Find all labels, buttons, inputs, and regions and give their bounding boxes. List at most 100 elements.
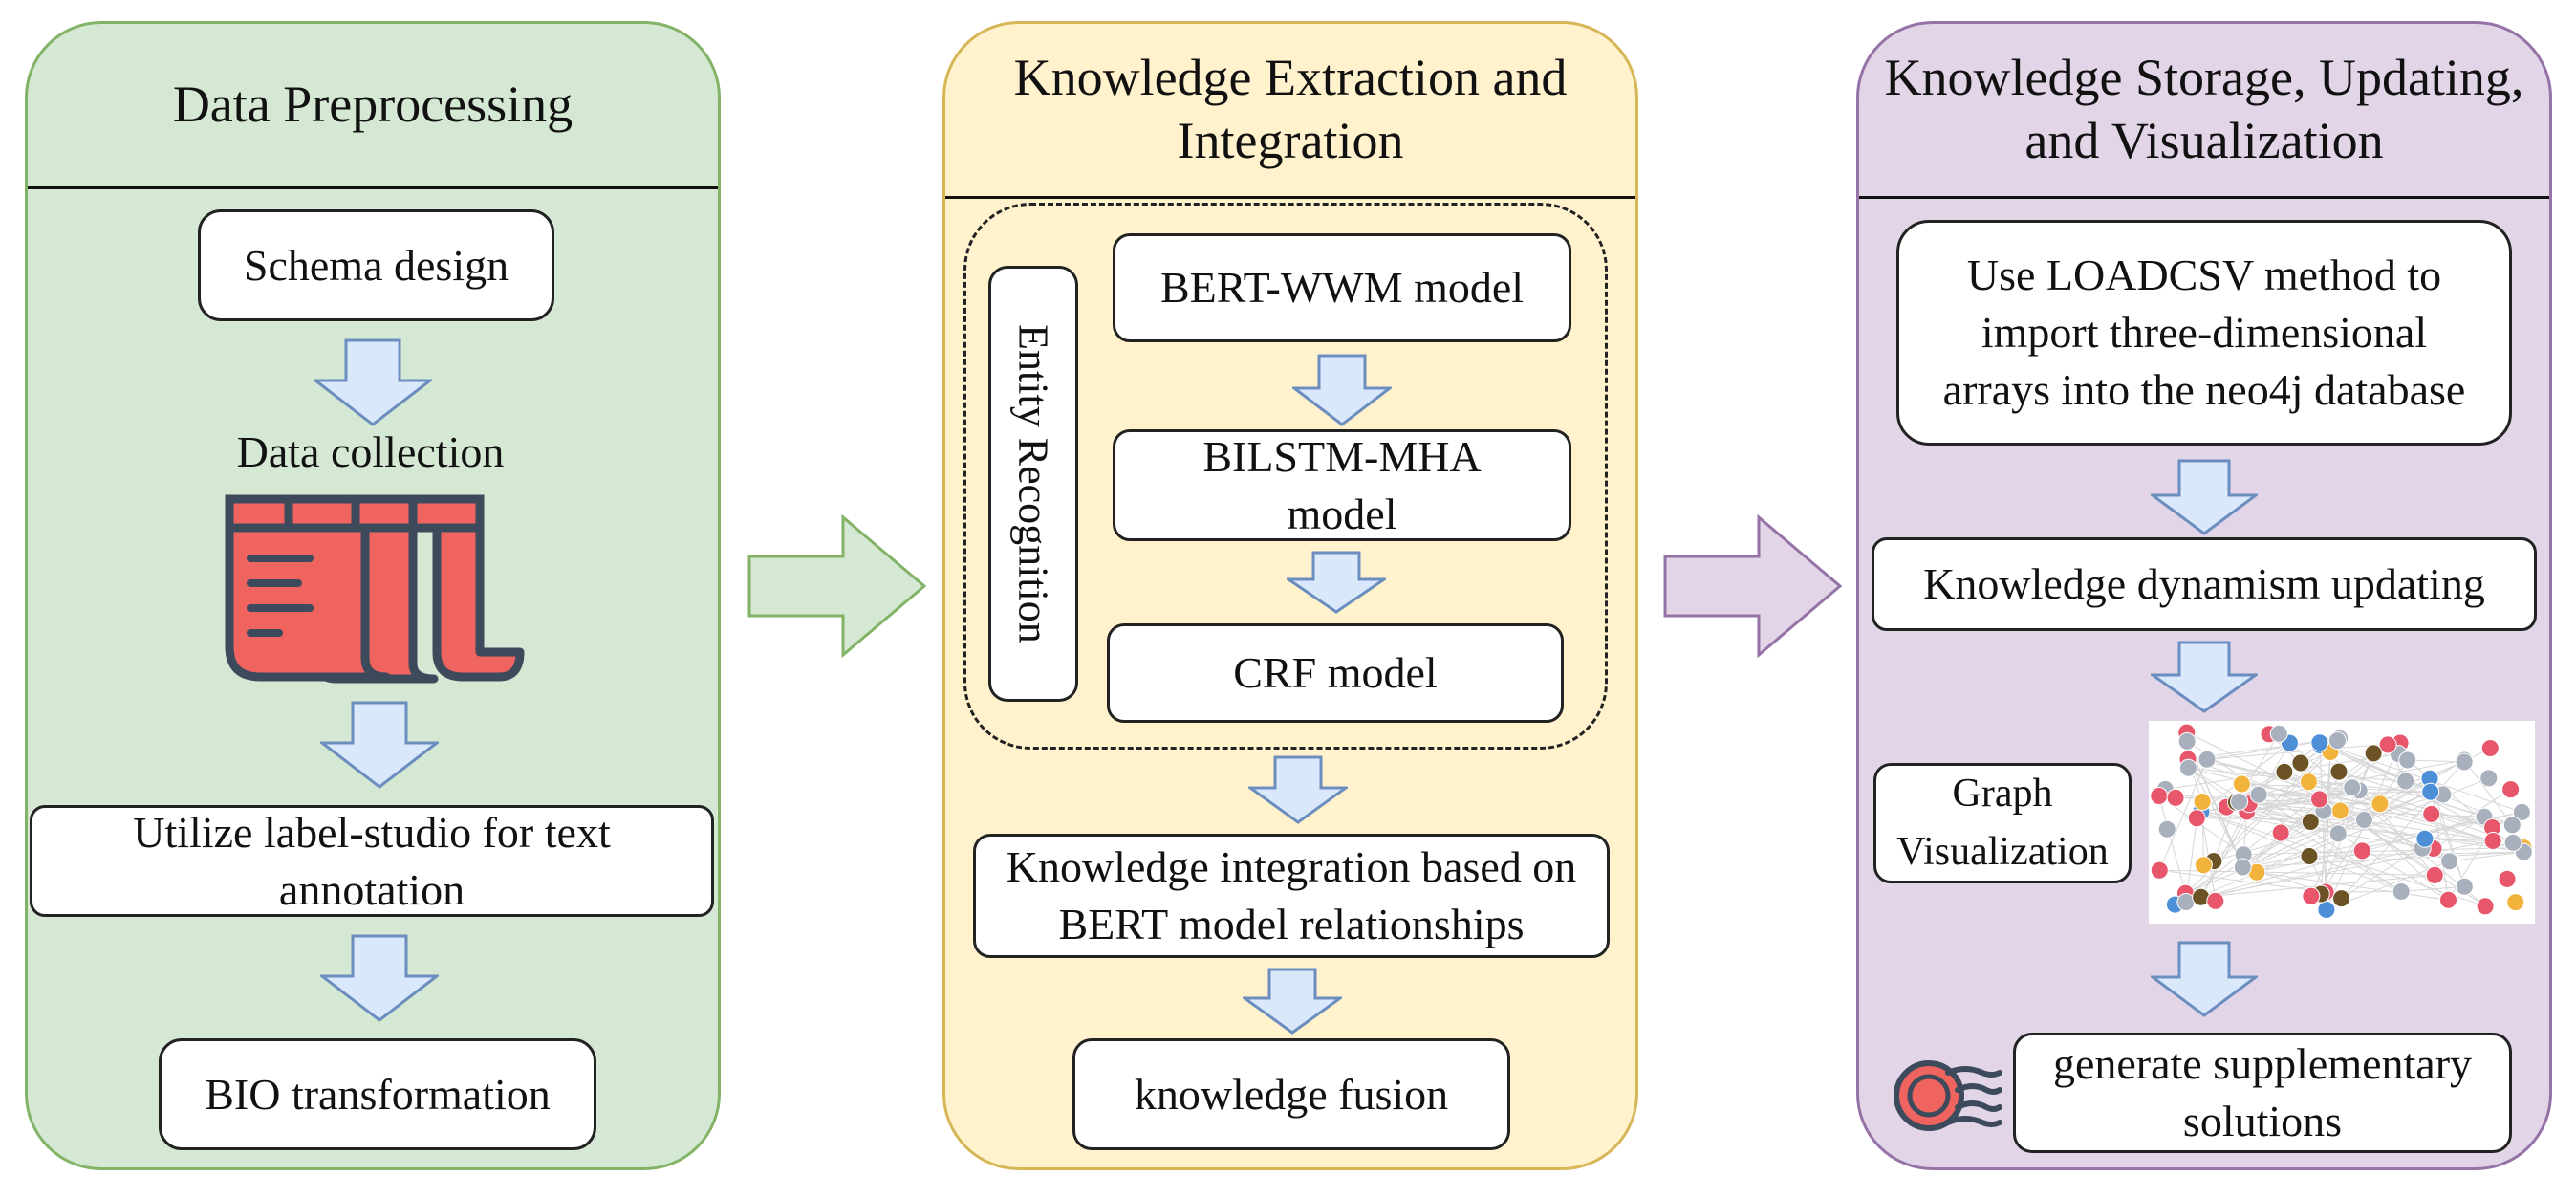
graph-edge bbox=[2319, 745, 2327, 910]
graph-edge bbox=[2187, 758, 2352, 789]
graph-node bbox=[2271, 823, 2290, 842]
crf-model-box: CRF model bbox=[1107, 623, 1564, 723]
graph-node bbox=[2480, 739, 2500, 758]
graph-node bbox=[2483, 831, 2502, 850]
graph-edge bbox=[2158, 795, 2186, 894]
down-arrow bbox=[320, 701, 439, 789]
graph-edge bbox=[2319, 742, 2514, 843]
data-preprocessing-title: Data Preprocessing bbox=[28, 24, 718, 189]
graph-node bbox=[2206, 891, 2225, 910]
graph-edge bbox=[2341, 761, 2465, 899]
down-arrow bbox=[1292, 354, 1392, 426]
graph-edge bbox=[2206, 742, 2401, 760]
graph-node bbox=[2498, 869, 2517, 888]
graph-edge bbox=[2197, 817, 2365, 821]
graph-edge bbox=[2401, 885, 2465, 892]
graph-edge bbox=[2186, 741, 2245, 868]
graph-node bbox=[2302, 886, 2321, 905]
graph-node bbox=[2479, 769, 2499, 788]
knowledge-integration-box: Knowledge integration based on BERT mode… bbox=[973, 834, 1610, 958]
graph-node bbox=[2330, 801, 2349, 820]
graph-node bbox=[2421, 782, 2440, 801]
graph-node bbox=[2329, 762, 2349, 781]
data-collection-label: Data collection bbox=[236, 427, 505, 476]
bilstm-mha-box: BILSTM-MHA model bbox=[1113, 429, 1571, 541]
graph-node bbox=[2197, 750, 2217, 769]
document-stack-icon bbox=[225, 494, 525, 684]
graph-node bbox=[2193, 792, 2212, 811]
flow-arrow-purple bbox=[1663, 514, 1843, 658]
graph-node bbox=[2328, 824, 2348, 843]
graph-node bbox=[2310, 733, 2329, 752]
graph-edge bbox=[2246, 787, 2352, 813]
flow-arrow-green bbox=[747, 514, 927, 658]
graph-node bbox=[2150, 860, 2169, 880]
graph-node bbox=[2378, 735, 2397, 754]
bert-wwm-box: BERT-WWM model bbox=[1113, 233, 1571, 342]
graph-node bbox=[2176, 893, 2196, 912]
graph-node bbox=[2310, 790, 2329, 809]
graph-node bbox=[2166, 788, 2185, 807]
down-arrow bbox=[2151, 459, 2258, 535]
graph-node bbox=[2476, 897, 2495, 916]
down-arrow bbox=[320, 934, 439, 1022]
graph-node bbox=[2425, 865, 2444, 884]
graph-visualization-box: Graph Visualization bbox=[1873, 763, 2132, 883]
graph-node bbox=[2438, 890, 2457, 909]
down-arrow bbox=[1243, 968, 1342, 1035]
graph-node bbox=[2177, 731, 2197, 751]
graph-node bbox=[2415, 829, 2435, 848]
graph-edge bbox=[2185, 816, 2485, 904]
graph-node bbox=[2232, 774, 2251, 794]
loadcsv-box: Use LOADCSV method to import three-dimen… bbox=[1896, 220, 2512, 446]
graph-node bbox=[2455, 752, 2474, 772]
graph-node bbox=[2455, 877, 2474, 896]
graph-node bbox=[2352, 841, 2371, 860]
graph-node bbox=[2269, 724, 2288, 743]
graph-edge bbox=[2320, 752, 2374, 895]
graph-edge bbox=[2242, 851, 2524, 868]
graph-edge bbox=[2241, 783, 2402, 892]
graph-node bbox=[2440, 852, 2459, 871]
label-studio-box: Utilize label-studio for text annotation bbox=[30, 805, 714, 917]
signal-waves-icon bbox=[1894, 1060, 2002, 1131]
graph-edge bbox=[2243, 777, 2431, 869]
graph-node bbox=[2301, 813, 2320, 832]
graph-edge bbox=[2463, 759, 2513, 826]
down-arrow bbox=[1248, 755, 1348, 824]
graph-node bbox=[2502, 816, 2522, 835]
down-arrow bbox=[2151, 941, 2258, 1017]
graph-node bbox=[2317, 901, 2336, 920]
graph-node bbox=[2354, 811, 2373, 830]
graph-node bbox=[2327, 731, 2347, 751]
graph-node bbox=[2150, 787, 2169, 806]
down-arrow bbox=[314, 338, 432, 426]
graph-node bbox=[2291, 753, 2310, 773]
dynamism-updating-box: Knowledge dynamism updating bbox=[1872, 537, 2537, 631]
graph-node bbox=[2187, 809, 2206, 828]
graph-node bbox=[2506, 893, 2525, 912]
entity-recognition-box: Entity Recognition bbox=[988, 266, 1078, 702]
graph-node bbox=[2501, 780, 2521, 799]
schema-design-box: Schema design bbox=[198, 209, 554, 321]
graph-node bbox=[2512, 802, 2531, 821]
knowledge-storage-title: Knowledge Storage, Updating, and Visuali… bbox=[1859, 24, 2549, 199]
graph-node bbox=[2396, 772, 2415, 791]
graph-node bbox=[2249, 785, 2268, 804]
graph-node bbox=[2299, 773, 2318, 792]
graph-node bbox=[2194, 856, 2213, 875]
down-arrow bbox=[1287, 551, 1386, 614]
graph-node bbox=[2392, 882, 2411, 901]
graph-visualization-image bbox=[2149, 721, 2535, 924]
entity-recognition-group bbox=[963, 203, 1608, 750]
graph-edge bbox=[2246, 790, 2360, 813]
graph-edge bbox=[2449, 851, 2524, 862]
supplementary-solutions-box: generate supplementary solutions bbox=[2013, 1033, 2512, 1153]
graph-node bbox=[2370, 795, 2390, 814]
graph-edge bbox=[2185, 791, 2431, 894]
graph-node bbox=[2422, 804, 2441, 823]
graph-node bbox=[2343, 778, 2362, 797]
graph-node bbox=[2178, 758, 2197, 777]
knowledge-fusion-box: knowledge fusion bbox=[1072, 1038, 1510, 1150]
knowledge-graph-nodes bbox=[2150, 723, 2533, 920]
